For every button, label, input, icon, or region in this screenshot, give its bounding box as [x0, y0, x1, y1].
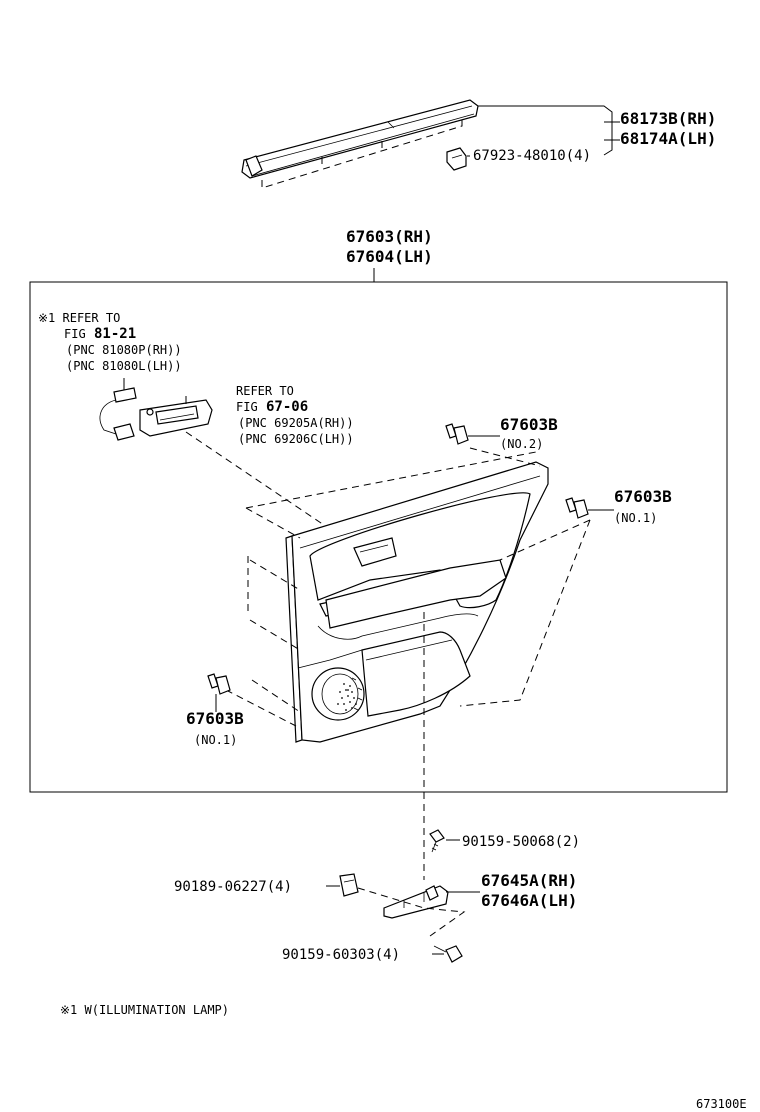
note1-pnc-rh: (PNC 81080P(RH)) — [66, 343, 182, 357]
clip-no1-right-sub: (NO.1) — [614, 511, 657, 525]
guide-left-1 — [249, 559, 301, 591]
clip-no1-right-label: 67603B — [614, 487, 672, 506]
guide-right — [459, 519, 591, 707]
belt-rh-label: 68173B(RH) — [620, 109, 716, 128]
lamp-wire-harness[interactable] — [99, 378, 137, 441]
belt-leader — [478, 105, 613, 156]
assembly-frame — [29, 281, 728, 793]
door-trim-panel[interactable] — [285, 461, 549, 743]
belt-leader-ticks — [604, 121, 620, 141]
footnote: ※1 W(ILLUMINATION LAMP) — [60, 1003, 229, 1017]
screw-lower[interactable] — [433, 945, 463, 963]
belt-clip-guides — [321, 138, 383, 164]
figure-code: 673100E — [696, 1097, 747, 1111]
belt-clip[interactable] — [446, 147, 467, 171]
screw-lower-label: 90159-60303(4) — [282, 947, 400, 963]
door-bracket[interactable] — [383, 885, 449, 919]
screw-upper[interactable] — [429, 829, 445, 853]
guide-top-left — [245, 507, 301, 539]
nut[interactable] — [339, 873, 359, 897]
clip-no2-sub: (NO.2) — [500, 437, 543, 451]
guide-left-3 — [251, 679, 301, 713]
speaker-grille-dots — [337, 683, 357, 711]
panel-lh-label: 67604(LH) — [346, 247, 433, 266]
clip-no1-left-sub: (NO.1) — [194, 733, 237, 747]
note1-line1: ※1 REFER TO — [38, 311, 120, 325]
screw-upper-label: 90159-50068(2) — [462, 834, 580, 850]
note2-pnc-rh: (PNC 69205A(RH)) — [238, 416, 354, 430]
belt-lh-label: 68174A(LH) — [620, 129, 716, 148]
guide-clip-no2 — [469, 447, 541, 467]
note2-fig-prefix: FIG — [236, 400, 258, 414]
nut-label: 90189-06227(4) — [174, 879, 292, 895]
note2-fig: 67-06 — [266, 399, 308, 415]
clip-no1-left-label: 67603B — [186, 709, 244, 728]
bracket-lh-label: 67646A(LH) — [481, 891, 577, 910]
clip-no1-left[interactable] — [207, 673, 231, 695]
belt-clip-label: 67923-48010(4) — [473, 148, 591, 164]
belt-moulding[interactable] — [241, 99, 479, 179]
inside-handle-bezel[interactable] — [139, 399, 213, 437]
note2-line1: REFER TO — [236, 384, 294, 398]
guide-top — [245, 451, 537, 509]
note1-fig: 81-21 — [94, 326, 136, 342]
clip-no2[interactable] — [445, 423, 469, 445]
clip-no1-right[interactable] — [565, 497, 589, 519]
guide-clip-left — [225, 689, 297, 727]
bracket-rh-label: 67645A(RH) — [481, 871, 577, 890]
note2-pnc-lh: (PNC 69206C(LH)) — [238, 432, 354, 446]
guide-left-2 — [249, 619, 301, 651]
guide-right-upper — [499, 519, 591, 561]
panel-rh-label: 67603(RH) — [346, 227, 433, 246]
note1-fig-prefix: FIG — [64, 327, 86, 341]
bracket-guide — [357, 887, 466, 937]
note1-pnc-lh: (PNC 81080L(LH)) — [66, 359, 182, 373]
clip-no2-label: 67603B — [500, 415, 558, 434]
